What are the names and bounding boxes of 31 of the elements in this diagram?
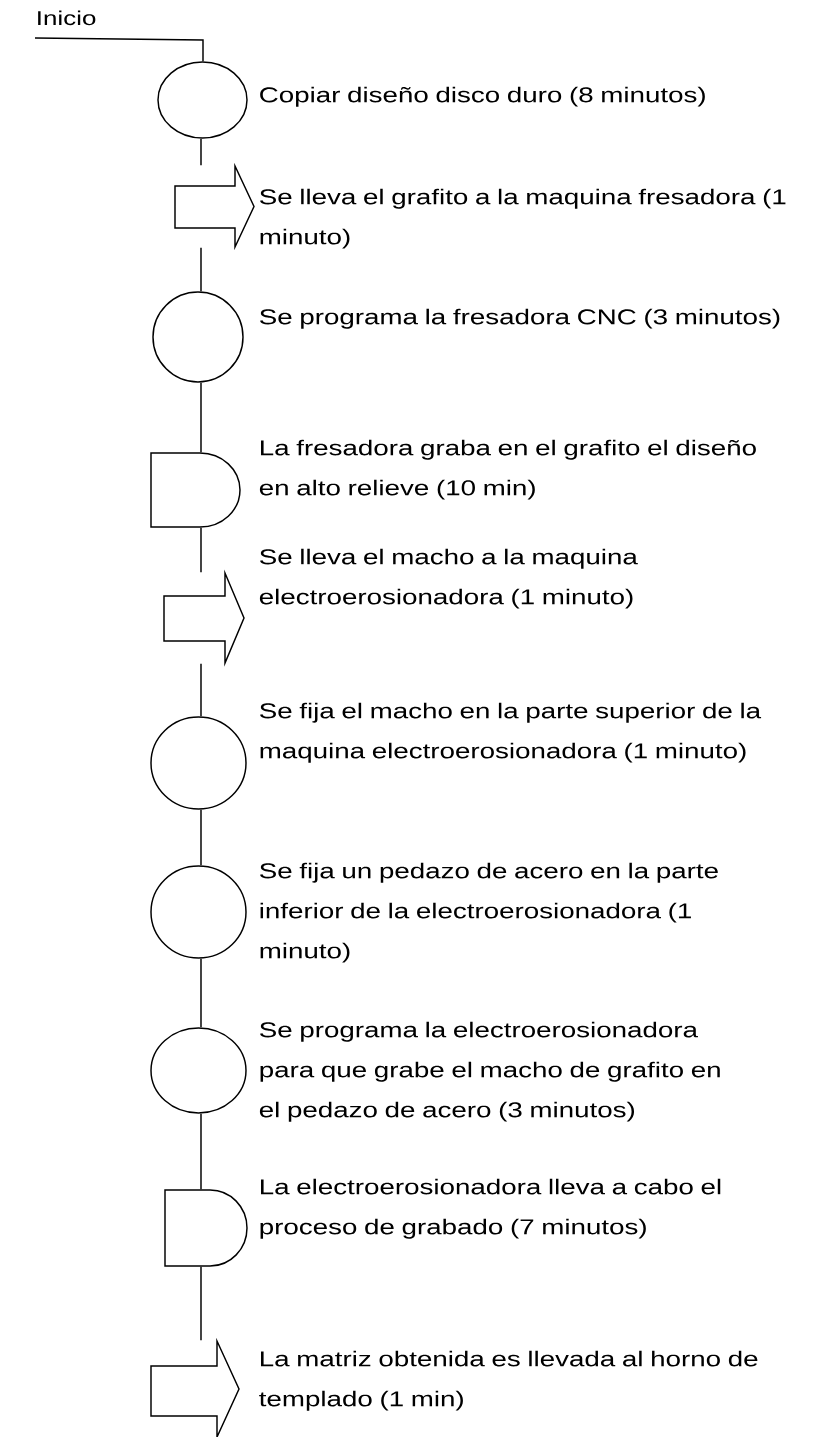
step-description: Se programa la electroerosionadora para que grabe el macho de grafito en el pedazo de acero (3 minutos) <box>259 1021 720 1122</box>
operation-circle <box>150 716 247 810</box>
step-description: Se fija el macho en la parte superior de la maquina electroerosionadora (1 minuto) <box>260 702 762 763</box>
connector-line <box>200 527 202 573</box>
transport-symbol <box>163 569 245 667</box>
step-description: Se lleva el grafito a la maquina fresadora (1 minuto) <box>260 188 786 249</box>
connector-line <box>200 1113 202 1190</box>
connector-line <box>200 138 202 166</box>
connector-line <box>200 247 202 292</box>
step-description: La electroerosionadora lleva a cabo el proceso de grabado (7 minutos) <box>260 1178 721 1239</box>
connector-line <box>200 382 202 453</box>
step-description: Se fija un pedazo de acero en la parte inferior de la electroerosionadora (1 minuto) <box>260 862 718 963</box>
connector-line <box>200 809 202 866</box>
step-description: Se programa la fresadora CNC (3 minutos) <box>260 308 780 329</box>
operation-circle <box>150 1027 247 1114</box>
connector-line <box>200 1266 202 1341</box>
delay-symbol <box>164 1189 248 1267</box>
transport-symbol <box>150 1337 240 1437</box>
connector-line <box>34 37 204 62</box>
operation-circle <box>157 61 248 139</box>
step-description: Se lleva el macho a la maquina electroerosionadora (1 minuto) <box>259 548 638 609</box>
step-description: La matriz obtenida es llevada al horno de templado (1 min) <box>259 1350 758 1411</box>
operation-circle <box>150 865 247 959</box>
connector-line <box>200 663 202 717</box>
step-description: La fresadora graba en el grafito el diseño en alto relieve (10 min) <box>259 439 756 500</box>
operation-circle <box>152 291 244 383</box>
connector-line <box>200 958 202 1028</box>
step-description: Copiar diseño disco duro (8 minutos) <box>260 86 705 107</box>
start-label: Inicio <box>38 10 96 26</box>
transport-symbol <box>174 162 255 251</box>
delay-symbol <box>150 452 241 528</box>
